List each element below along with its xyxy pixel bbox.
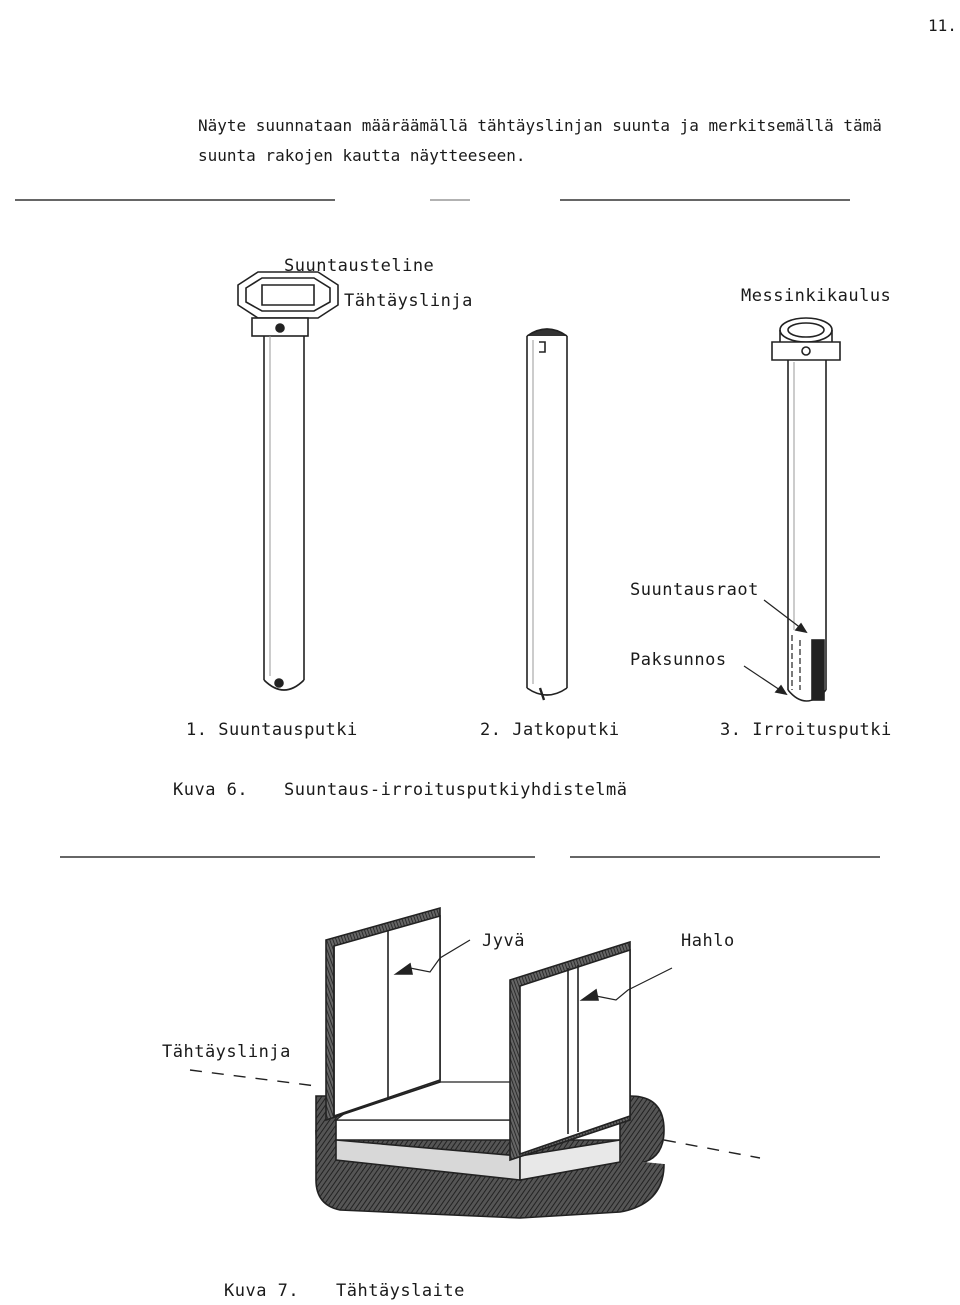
intro-line-1: Näyte suunnataan määräämällä tähtäyslinj… [198, 116, 882, 135]
pipe-3-drawing [743, 317, 841, 702]
label-jyva: Jyvä [482, 931, 525, 951]
label-tahtayslinja-fig7: Tähtäyslinja [162, 1042, 291, 1062]
label-suuntausteline: Suuntausteline [284, 256, 435, 276]
figure6-caption-number: Kuva 6. [173, 780, 249, 800]
pipe-1-drawing [237, 271, 339, 691]
pipe-label-1: 1. Suuntausputki [186, 720, 358, 740]
label-messinkikaulus: Messinkikaulus [741, 286, 892, 306]
label-paksunnos: Paksunnos [630, 650, 727, 670]
label-suuntausraot: Suuntausraot [630, 580, 759, 600]
label-hahlo: Hahlo [681, 931, 735, 951]
pipe-label-3: 3. Irroitusputki [720, 720, 892, 740]
figure7-caption-text: Tähtäyslaite [336, 1281, 465, 1301]
page-number: 11. [928, 16, 957, 35]
figure7-caption-number: Kuva 7. [224, 1281, 300, 1301]
pipe-2-drawing [526, 328, 568, 701]
figure6-caption-text: Suuntaus-irroitusputkiyhdistelmä [284, 780, 628, 800]
sight-device-drawing [189, 906, 761, 1219]
pipe-label-2: 2. Jatkoputki [480, 720, 620, 740]
label-tahtayslinja-fig6: Tähtäyslinja [344, 291, 473, 311]
intro-line-2: suunta rakojen kautta näytteeseen. [198, 146, 526, 165]
